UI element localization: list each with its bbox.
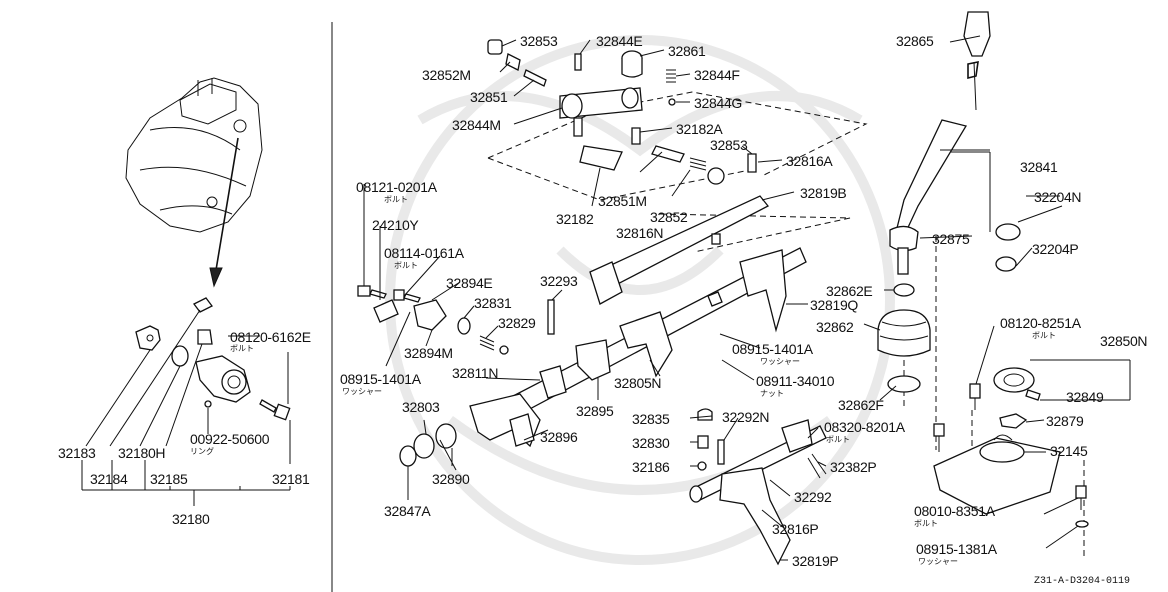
part-label: 32184 bbox=[90, 471, 128, 487]
part-label: 32851 bbox=[470, 89, 508, 105]
part-label: 08121-0201A bbox=[356, 179, 437, 195]
part-label: 08915-1401A bbox=[732, 341, 813, 357]
part-label: 32186 bbox=[632, 459, 670, 475]
part-label: 32879 bbox=[1046, 413, 1084, 429]
drawing-code: Z31-A-D3204-0119 bbox=[1034, 576, 1131, 587]
part-sublabel: ナット bbox=[760, 389, 784, 398]
part-label: 32180H bbox=[118, 445, 166, 461]
part-label: 32183 bbox=[58, 445, 96, 461]
detail-arrow bbox=[215, 137, 239, 271]
part-label: 00922-50600 bbox=[190, 431, 270, 447]
part-label: 08010-8351A bbox=[914, 503, 995, 519]
part-sublabel: ボルト bbox=[394, 261, 418, 270]
main-leader-lines bbox=[363, 35, 1131, 561]
part-label: 32182A bbox=[676, 121, 723, 137]
part-label: 32890 bbox=[432, 471, 470, 487]
part-label: 32862 bbox=[816, 319, 854, 335]
part-label: 32819Q bbox=[810, 297, 859, 313]
part-label: 32853 bbox=[520, 33, 558, 49]
part-label: 32819B bbox=[800, 185, 847, 201]
part-label: 32875 bbox=[932, 231, 970, 247]
part-label: 24210Y bbox=[372, 217, 419, 233]
part-label: 32805N bbox=[614, 375, 662, 391]
part-label: 32816A bbox=[786, 153, 833, 169]
part-label: 32844M bbox=[452, 117, 501, 133]
part-label: 08120-8251A bbox=[1000, 315, 1081, 331]
part-label: 32852M bbox=[422, 67, 471, 83]
part-label: 32894M bbox=[404, 345, 453, 361]
part-label: 08320-8201A bbox=[824, 419, 905, 435]
part-label: 32811N bbox=[452, 365, 499, 381]
part-label: 32292 bbox=[794, 489, 832, 505]
part-label: 32382P bbox=[830, 459, 877, 475]
part-sublabel: ボルト bbox=[826, 435, 850, 444]
selector-lever-assembly bbox=[487, 39, 757, 185]
part-label: 32835 bbox=[632, 411, 670, 427]
part-sublabel: ボルト bbox=[230, 344, 254, 353]
part-label: 32894E bbox=[446, 275, 493, 291]
part-sublabel: ボルト bbox=[1032, 331, 1056, 340]
part-label: 32851M bbox=[598, 193, 647, 209]
transmission-housing-drawing bbox=[125, 77, 263, 233]
part-label: 32803 bbox=[402, 399, 440, 415]
part-label: 32293 bbox=[540, 273, 578, 289]
part-label: 32849 bbox=[1066, 389, 1104, 405]
part-label: 32181 bbox=[272, 471, 310, 487]
part-label: 32180 bbox=[172, 511, 210, 527]
part-label: 32292N bbox=[722, 409, 770, 425]
part-label: 32204N bbox=[1034, 189, 1082, 205]
part-label: 08114-0161A bbox=[384, 245, 464, 261]
left-parts-group bbox=[135, 297, 291, 421]
part-label: 32844F bbox=[694, 67, 740, 83]
part-sublabel: ワッシャー bbox=[342, 387, 382, 396]
part-label: 32865 bbox=[896, 33, 934, 49]
part-sublabel: ボルト bbox=[384, 195, 408, 204]
part-label: 32185 bbox=[150, 471, 188, 487]
control-housing-assembly bbox=[933, 367, 1089, 528]
part-label: 32829 bbox=[498, 315, 536, 331]
part-label: 32831 bbox=[474, 295, 512, 311]
part-label: 32182 bbox=[556, 211, 594, 227]
part-label: 32816N bbox=[616, 225, 664, 241]
small-hardware-left bbox=[357, 285, 509, 355]
part-label: 08915-1381A bbox=[916, 541, 997, 557]
part-label: 08915-1401A bbox=[340, 371, 421, 387]
part-label: 32816P bbox=[772, 521, 819, 537]
part-label: 32853 bbox=[710, 137, 748, 153]
part-label: 32861 bbox=[668, 43, 706, 59]
part-label: 32204P bbox=[1032, 241, 1079, 257]
shift-lever-assembly bbox=[877, 11, 1021, 393]
part-label: 32896 bbox=[540, 429, 578, 445]
part-label: 32145 bbox=[1050, 443, 1088, 459]
part-sublabel: ワッシャー bbox=[760, 357, 800, 366]
part-label: 32844E bbox=[596, 33, 643, 49]
part-sublabel: ボルト bbox=[914, 519, 938, 528]
part-label: 32862E bbox=[826, 283, 873, 299]
lower-fork-assembly bbox=[689, 408, 827, 566]
part-label: 32819P bbox=[792, 553, 839, 569]
part-label: 32852 bbox=[650, 209, 688, 225]
part-label: 08911-34010 bbox=[756, 373, 835, 389]
part-label: 32844G bbox=[694, 95, 743, 111]
part-label: 32830 bbox=[632, 435, 670, 451]
part-label: 32850N bbox=[1100, 333, 1148, 349]
part-label: 32895 bbox=[576, 403, 614, 419]
part-label: 32862F bbox=[838, 397, 884, 413]
part-sublabel: ワッシャー bbox=[918, 557, 958, 566]
part-sublabel: リング bbox=[190, 447, 214, 456]
part-label: 08120-6162E bbox=[230, 329, 311, 345]
left-leader-lines bbox=[81, 309, 291, 506]
part-label: 32841 bbox=[1020, 159, 1058, 175]
shift-rod-assembly bbox=[399, 195, 807, 471]
part-label: 32847A bbox=[384, 503, 431, 519]
